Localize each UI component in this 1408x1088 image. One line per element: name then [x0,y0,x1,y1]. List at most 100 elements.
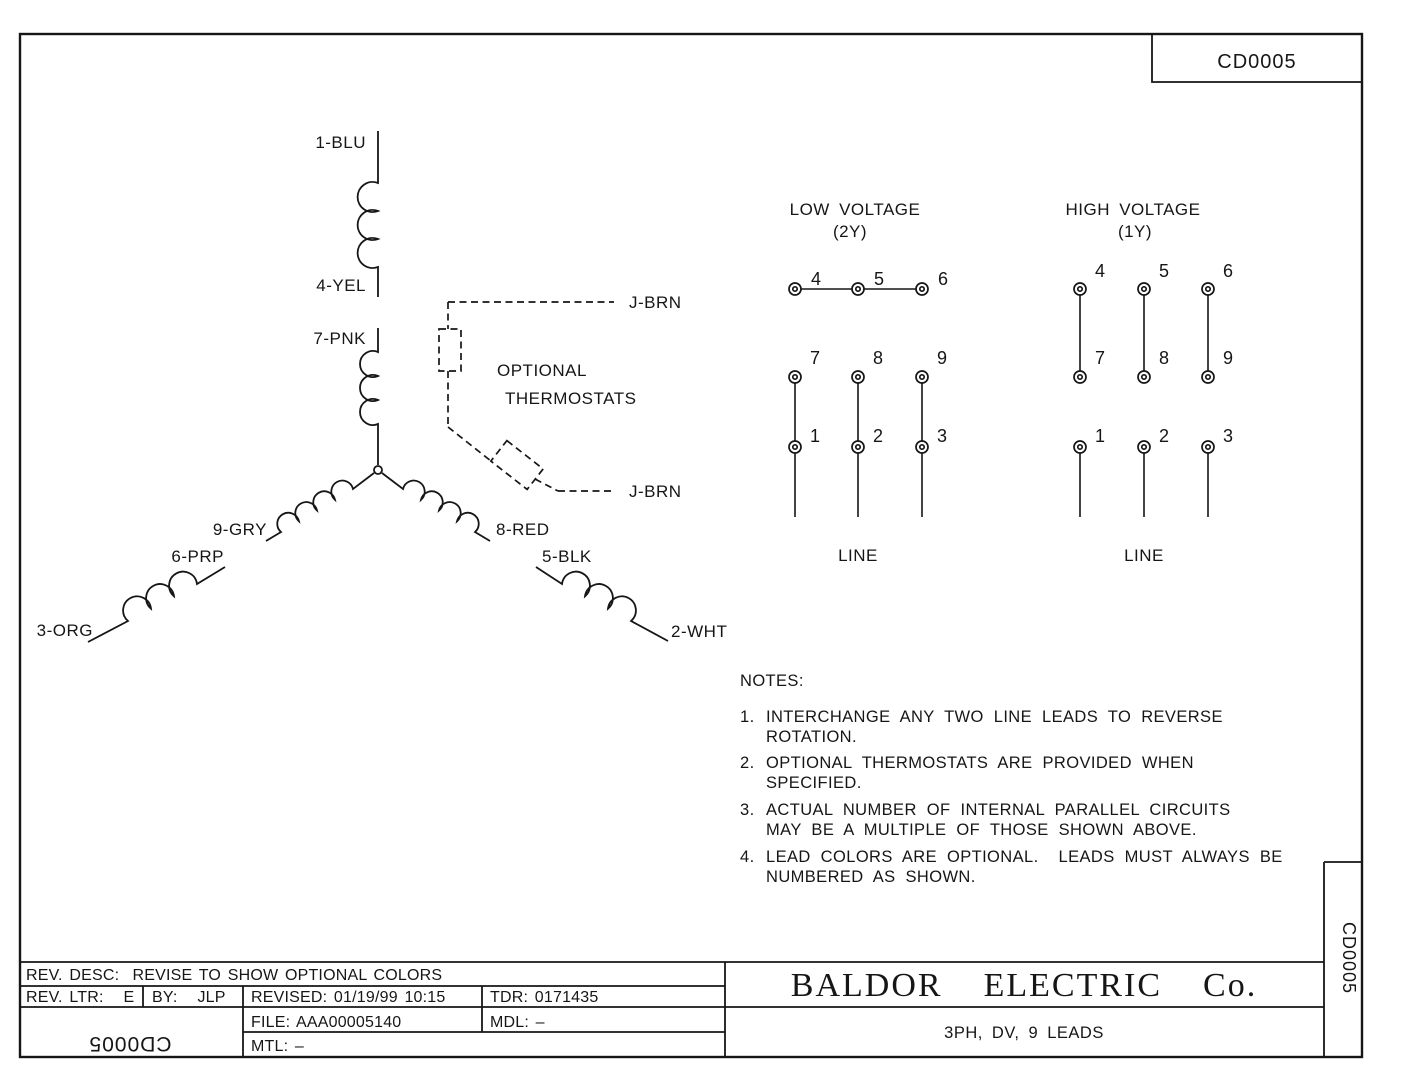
lead-label-6-prp: 6-PRP [171,547,224,566]
rev-desc-field: REV. DESC: REVISE TO SHOW OPTIONAL COLOR… [26,967,442,984]
thermostat-wire-diagonal-out [534,478,559,492]
thermostat-caption-line2: THERMOSTATS [505,389,636,408]
drawing-number-flipped: CD0005 [88,1032,171,1055]
hv-terminal-label: 6 [1223,261,1234,281]
hv-terminal-8 [1137,370,1151,384]
tdr-field: TDR: 0171435 [490,989,598,1006]
hv-terminal-label: 9 [1223,348,1234,368]
lead-label-5-blk: 5-BLK [542,547,592,566]
thermostat-wire-diagonal-in [447,426,492,462]
mtl-field: MTL: – [251,1038,304,1055]
drawing-number-side: CD0005 [1339,922,1359,994]
hv-terminal-6 [1201,282,1215,296]
lv-terminal-label: 5 [874,269,885,289]
rev-ltr-field: REV. LTR: E [26,989,134,1006]
lv-terminal-7 [788,370,802,384]
note-text: INTERCHANGE ANY TWO LINE LEADS TO REVERS… [766,708,1223,726]
by-field: BY: JLP [152,989,226,1006]
drawing-number-box: CD0005 [1151,34,1362,83]
thermostat-symbol-diagonal [489,439,545,491]
winding-8 [381,472,491,542]
winding-7 [359,328,381,465]
winding-6-3 [87,566,226,643]
winding-9 [265,472,375,542]
lead-label-1-blu: 1-BLU [315,133,366,152]
lv-terminal-label: 4 [811,269,822,289]
thermostat-lead-label-bottom: J-BRN [629,482,682,501]
lv-terminal-8 [851,370,865,384]
high-voltage-subtitle: (1Y) [1118,222,1152,241]
notes-block: NOTES: 1. INTERCHANGE ANY TWO LINE LEADS… [740,672,1283,886]
lv-terminal-4 [788,282,802,296]
company-name: BALDOR ELECTRIC Co. [791,967,1257,1004]
low-voltage-title: LOW VOLTAGE [790,200,921,219]
lv-terminal-label: 7 [810,348,821,368]
hv-terminal-label: 5 [1159,261,1170,281]
hv-terminal-5 [1137,282,1151,296]
hv-terminal-label: 3 [1223,426,1234,446]
lv-terminal-1 [788,440,802,454]
wye-schematic: 1-BLU 4-YEL 7-PNK 9-GRY 6-PRP 3-ORG 8-RE… [37,131,727,643]
hv-terminal-4 [1073,282,1087,296]
thermostat-lead-label-top: J-BRN [629,293,682,312]
hv-series-jumpers [1079,289,1209,377]
hv-terminal-9 [1201,370,1215,384]
sheet-border [18,32,1364,1059]
hv-line-label: LINE [1124,546,1164,565]
lv-terminal-5 [851,282,865,296]
high-voltage-connection: HIGH VOLTAGE (1Y) 4 5 6 7 8 9 1 2 3 LINE [1065,200,1233,565]
lv-terminal-label: 1 [810,426,821,446]
note-text: NUMBERED AS SHOWN. [766,868,976,886]
lead-label-4-yel: 4-YEL [316,276,366,295]
hv-terminal-3 [1201,440,1215,454]
lv-terminal-9 [915,370,929,384]
lv-terminal-3 [915,440,929,454]
lv-terminal-label: 9 [937,348,948,368]
hv-terminal-label: 4 [1095,261,1106,281]
note-text: OPTIONAL THERMOSTATS ARE PROVIDED WHEN [766,754,1194,772]
lv-line-label: LINE [838,546,878,565]
lv-terminal-label: 8 [873,348,884,368]
lead-label-7-pnk: 7-PNK [313,329,366,348]
lead-label-3-org: 3-ORG [37,621,93,640]
winding-1-4 [356,131,381,297]
lv-terminal-label: 3 [937,426,948,446]
lv-terminal-2 [851,440,865,454]
note-number: 1. [740,708,755,726]
note-text: ROTATION. [766,728,857,746]
note-text: MAY BE A MULTIPLE OF THOSE SHOWN ABOVE. [766,821,1197,839]
note-text: SPECIFIED. [766,774,862,792]
winding-5-2 [535,566,669,642]
mdl-field: MDL: – [490,1014,545,1031]
low-voltage-connection: LOW VOLTAGE (2Y) 4 5 6 7 8 9 1 2 3 LINE [788,200,949,565]
note-number: 2. [740,754,755,772]
drawing-number-top: CD0005 [1217,51,1296,73]
lead-label-2-wht: 2-WHT [671,622,727,641]
title-block: REV. DESC: REVISE TO SHOW OPTIONAL COLOR… [20,861,1362,1057]
hv-terminal-label: 7 [1095,348,1106,368]
drawing-number-box-lines [1151,34,1362,83]
notes-heading: NOTES: [740,672,804,690]
thermostat-symbol-vertical [438,328,462,372]
hv-terminal-label: 2 [1159,426,1170,446]
file-field: FILE: AAA00005140 [251,1014,401,1031]
note-number: 4. [740,848,755,866]
revised-field: REVISED: 01/19/99 10:15 [251,989,446,1006]
note-text: LEAD COLORS ARE OPTIONAL. LEADS MUST ALW… [766,848,1283,866]
lead-label-9-gry: 9-GRY [213,520,267,539]
lv-terminal-label: 2 [873,426,884,446]
note-number: 3. [740,801,755,819]
note-text: ACTUAL NUMBER OF INTERNAL PARALLEL CIRCU… [766,801,1231,819]
side-number-strip-lines [1323,861,1362,1057]
star-point-node [373,465,383,475]
high-voltage-title: HIGH VOLTAGE [1065,200,1200,219]
hv-line-drops [1079,447,1209,517]
hv-terminal-1 [1073,440,1087,454]
lv-terminal-label: 6 [938,269,949,289]
drawing-description: 3PH, DV, 9 LEADS [944,1024,1104,1042]
thermostat-caption-line1: OPTIONAL [497,361,587,380]
thermostat-circuit: J-BRN J-BRN OPTIONAL THERMOSTATS [438,293,682,501]
low-voltage-subtitle: (2Y) [833,222,867,241]
lead-label-8-red: 8-RED [496,520,550,539]
